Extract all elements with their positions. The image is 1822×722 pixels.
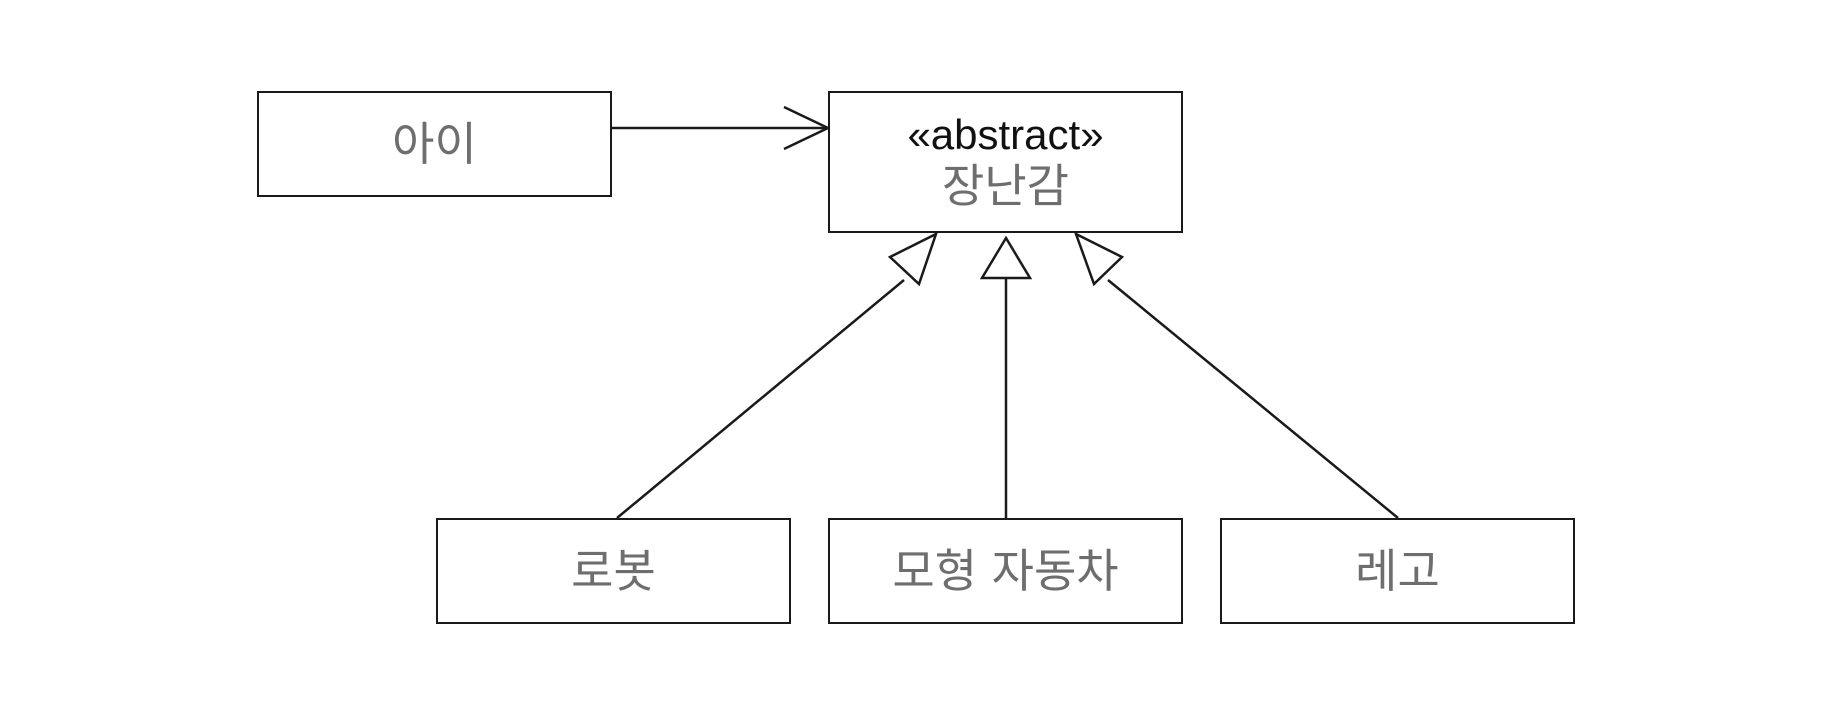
class-name: 장난감: [942, 158, 1069, 213]
class-toy-abstract: «abstract» 장난감: [828, 91, 1183, 233]
class-name: 로봇: [571, 543, 656, 598]
association-child-toy: [612, 105, 831, 151]
generalization-modelcar-toy: [979, 235, 1033, 518]
class-child: 아이: [257, 91, 612, 197]
class-name: 아이: [392, 116, 477, 171]
class-lego: 레고: [1220, 518, 1575, 624]
generalization-robot-toy: [616, 231, 939, 519]
generalization-lego-toy: [1073, 231, 1399, 519]
class-robot: 로봇: [436, 518, 791, 624]
class-name: 모형 자동차: [892, 543, 1119, 598]
class-name: 레고: [1355, 543, 1440, 598]
class-model-car: 모형 자동차: [828, 518, 1183, 624]
stereotype-label: «abstract»: [907, 111, 1104, 159]
